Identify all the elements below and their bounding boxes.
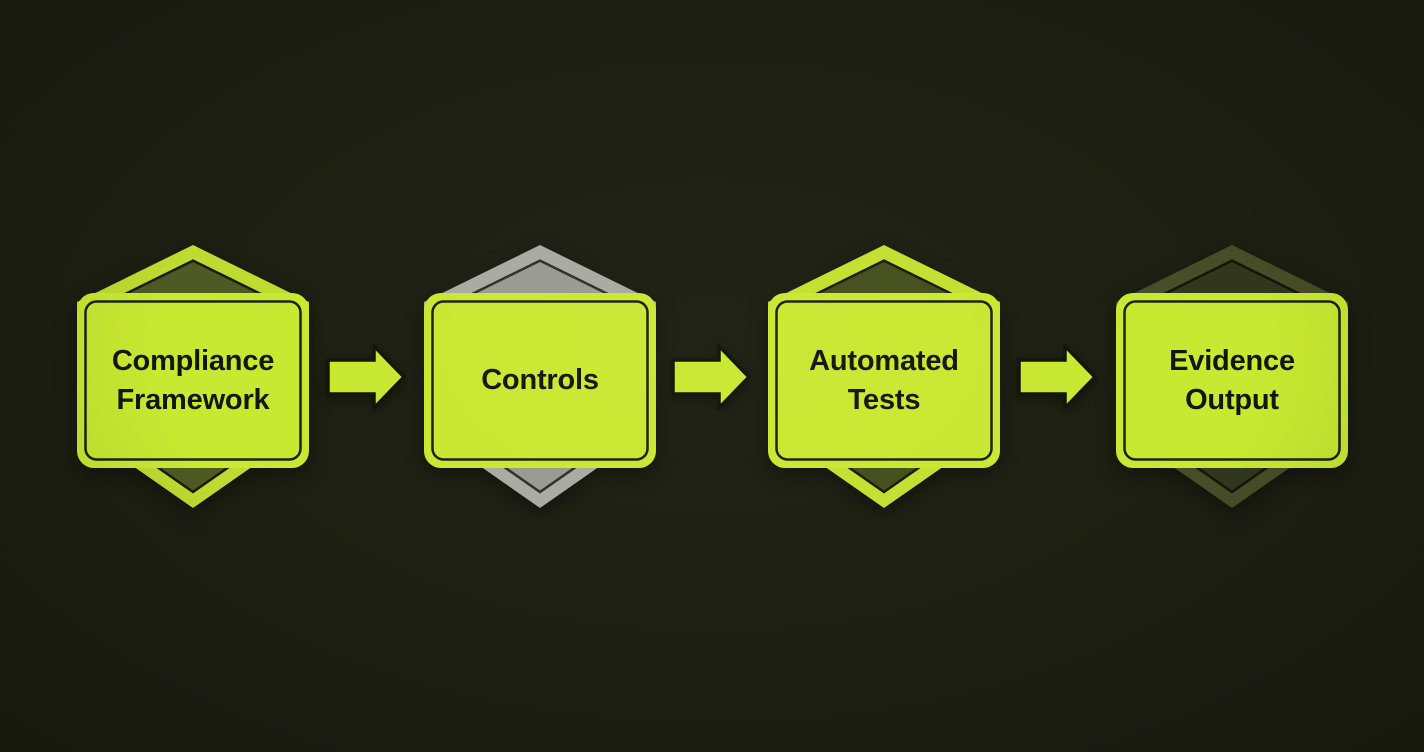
node-badge-graphic [1116, 245, 1348, 508]
node-box [424, 293, 656, 468]
arrow-shape [1017, 344, 1097, 410]
node-box-inner-outline [84, 300, 302, 461]
node-badge-graphic [768, 245, 1000, 508]
flow-node-evidence-output: Evidence Output [1112, 240, 1352, 510]
arrow-right-icon [671, 344, 751, 410]
flow-arrow [671, 344, 751, 410]
node-badge-graphic [424, 245, 656, 508]
node-box [1116, 293, 1348, 468]
arrow-right-icon [1017, 344, 1097, 410]
node-box-inner-outline [431, 300, 649, 461]
flow-arrow [326, 344, 406, 410]
node-badge-graphic [77, 245, 309, 508]
node-box-inner-outline [775, 300, 993, 461]
node-box [77, 293, 309, 468]
node-box [768, 293, 1000, 468]
arrow-shape [671, 344, 751, 410]
flow-node-compliance-framework: Compliance Framework [73, 240, 313, 510]
node-label: Automated Tests [809, 344, 959, 416]
arrow-right-icon [326, 344, 406, 410]
arrow-shape [326, 344, 406, 410]
flow-arrow [1017, 344, 1097, 410]
flow-node-automated-tests: Automated Tests [764, 240, 1004, 510]
node-box-inner-outline [1123, 300, 1341, 461]
flow-node-controls: Controls [420, 240, 660, 510]
node-label: Compliance Framework [111, 344, 275, 416]
node-label: Controls [481, 364, 599, 397]
node-label: Evidence Output [1169, 344, 1295, 416]
